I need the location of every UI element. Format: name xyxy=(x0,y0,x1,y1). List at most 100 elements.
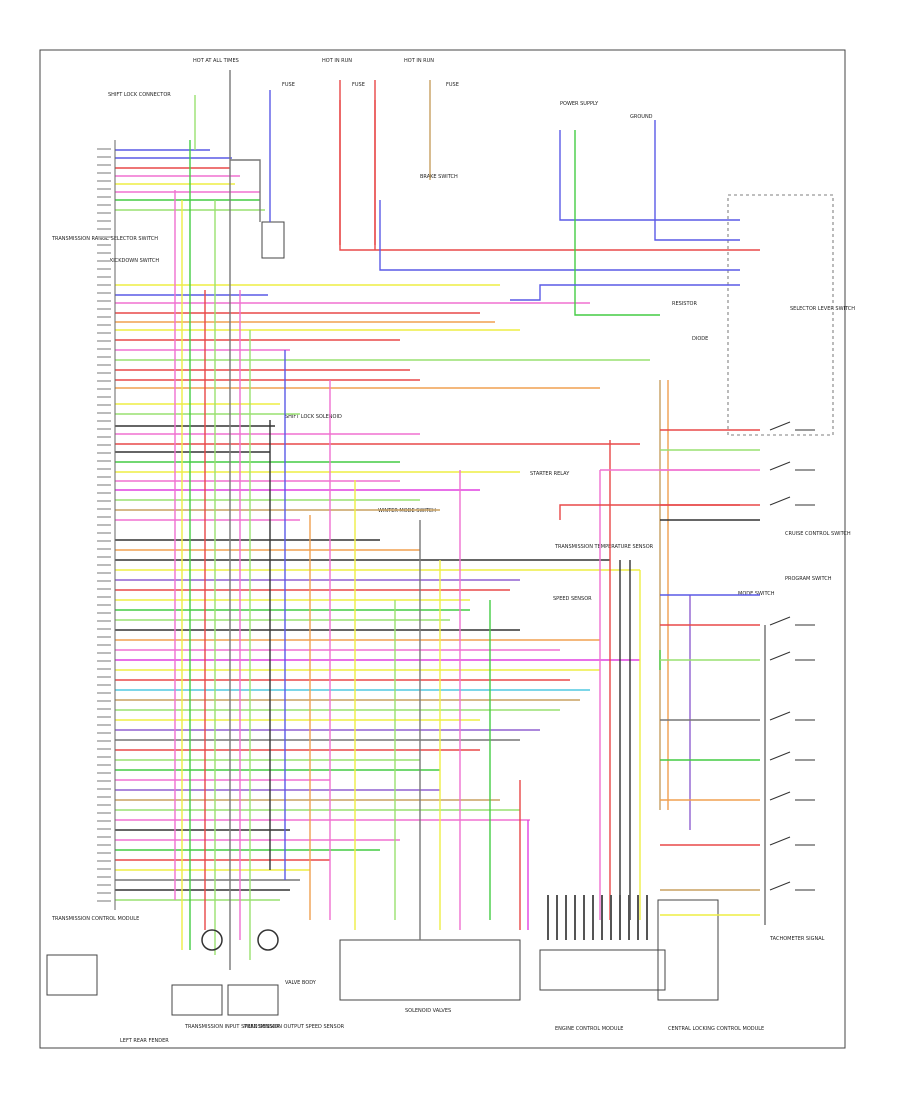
pin-marker xyxy=(97,404,111,406)
connector-pins xyxy=(97,140,116,910)
pin-marker xyxy=(97,660,111,662)
pin-marker xyxy=(97,636,111,638)
pin-marker xyxy=(97,876,111,878)
label-resistor: RESISTOR xyxy=(672,301,697,307)
label-diode: DIODE xyxy=(692,336,708,342)
pin-marker xyxy=(97,844,111,846)
label-input-speed: TRANSMISSION INPUT SPEED SENSOR xyxy=(184,1024,280,1030)
pin-marker xyxy=(97,396,111,398)
pin-marker xyxy=(97,652,111,654)
pin-marker xyxy=(97,764,111,766)
pin-marker xyxy=(97,772,111,774)
label-hot-in-run-1: HOT IN RUN xyxy=(322,58,352,64)
pin-marker xyxy=(97,324,111,326)
pin-marker xyxy=(97,644,111,646)
pin-marker xyxy=(97,500,111,502)
pin-marker xyxy=(97,572,111,574)
pin-marker xyxy=(97,884,111,886)
pin-marker xyxy=(97,332,111,334)
pin-marker xyxy=(97,684,111,686)
valve-body-box xyxy=(339,939,521,1001)
label-ground-point: GROUND xyxy=(630,114,653,120)
pin-marker xyxy=(97,516,111,518)
diagram-frame xyxy=(39,49,846,1049)
wire-gray-112 xyxy=(230,159,261,222)
pin-marker xyxy=(97,900,111,902)
label-sensor-block: SPEED SENSOR xyxy=(553,596,592,602)
label-program-switch: PROGRAM SWITCH xyxy=(785,576,832,582)
selector-lever-box xyxy=(727,194,834,436)
pin-marker xyxy=(97,732,111,734)
pin-marker xyxy=(97,612,111,614)
label-fuse-3: FUSE xyxy=(446,82,459,88)
wire-#333-137 xyxy=(769,651,791,661)
central-locking-box xyxy=(657,899,719,1001)
label-transmission-range-selector: TRANSMISSION RANGE SELECTOR SWITCH xyxy=(51,236,158,242)
pin-marker xyxy=(97,236,111,238)
pin-marker xyxy=(97,540,111,542)
pin-marker xyxy=(97,172,111,174)
input-sensor-box xyxy=(171,984,223,1016)
label-valve-body: VALVE BODY xyxy=(285,980,317,986)
pin-marker xyxy=(97,356,111,358)
pin-marker xyxy=(97,748,111,750)
pin-marker xyxy=(97,276,111,278)
label-shift-lock-connector: SHIFT LOCK CONNECTOR xyxy=(108,92,171,98)
pin-marker xyxy=(97,788,111,790)
label-solenoid-valves: SOLENOID VALVES xyxy=(405,1008,451,1014)
pin-marker xyxy=(97,860,111,862)
label-fuse-1: FUSE xyxy=(282,82,295,88)
label-hot-in-run-2: HOT IN RUN xyxy=(404,58,434,64)
pin-marker xyxy=(97,820,111,822)
shift-lock-box xyxy=(261,221,285,259)
pin-marker xyxy=(97,668,111,670)
pin-marker xyxy=(97,596,111,598)
label-brake-switch: BRAKE SWITCH xyxy=(420,174,458,180)
pin-marker xyxy=(97,708,111,710)
tcm-connector-box xyxy=(46,954,98,996)
wire-#333-141 xyxy=(769,751,791,761)
label-engine-control: ENGINE CONTROL MODULE xyxy=(555,1026,623,1032)
output-sensor-coil xyxy=(257,929,279,951)
pin-marker xyxy=(97,436,111,438)
label-tcm: TRANSMISSION CONTROL MODULE xyxy=(51,916,139,922)
pin-marker xyxy=(97,308,111,310)
pin-marker xyxy=(97,692,111,694)
pin-marker xyxy=(97,868,111,870)
pin-marker xyxy=(97,780,111,782)
pin-marker xyxy=(97,700,111,702)
pin-marker xyxy=(97,796,111,798)
wire-#333-143 xyxy=(769,791,791,801)
pin-marker xyxy=(97,380,111,382)
label-hot-at-all-times: HOT AT ALL TIMES xyxy=(193,58,239,64)
pin-marker xyxy=(97,588,111,590)
pin-marker xyxy=(97,604,111,606)
wire-#333-139 xyxy=(769,711,791,721)
label-output-speed: TRANSMISSION OUTPUT SPEED SENSOR xyxy=(243,1024,345,1030)
wire-#333-145 xyxy=(769,836,791,846)
pin-marker xyxy=(97,340,111,342)
pin-marker xyxy=(97,388,111,390)
label-mode-switch: MODE SWITCH xyxy=(738,591,775,597)
label-starter: STARTER RELAY xyxy=(530,471,570,477)
wire-#333-131 xyxy=(769,461,791,471)
pin-marker xyxy=(97,372,111,374)
label-cruise-control: CRUISE CONTROL SWITCH xyxy=(785,531,851,537)
pin-marker xyxy=(97,156,111,158)
pin-marker xyxy=(97,284,111,286)
pin-marker xyxy=(97,468,111,470)
pin-marker xyxy=(97,620,111,622)
pin-marker xyxy=(97,444,111,446)
pin-marker xyxy=(97,260,111,262)
pin-marker xyxy=(97,292,111,294)
label-selector-lever-switch: SELECTOR LEVER SWITCH xyxy=(790,306,855,312)
wire-red-127 xyxy=(559,504,740,520)
label-kickdown: KICKDOWN SWITCH xyxy=(110,258,159,264)
pin-marker xyxy=(97,452,111,454)
pin-marker xyxy=(97,740,111,742)
pin-marker xyxy=(97,460,111,462)
pin-marker xyxy=(97,204,111,206)
pin-marker xyxy=(97,420,111,422)
pin-marker xyxy=(97,716,111,718)
